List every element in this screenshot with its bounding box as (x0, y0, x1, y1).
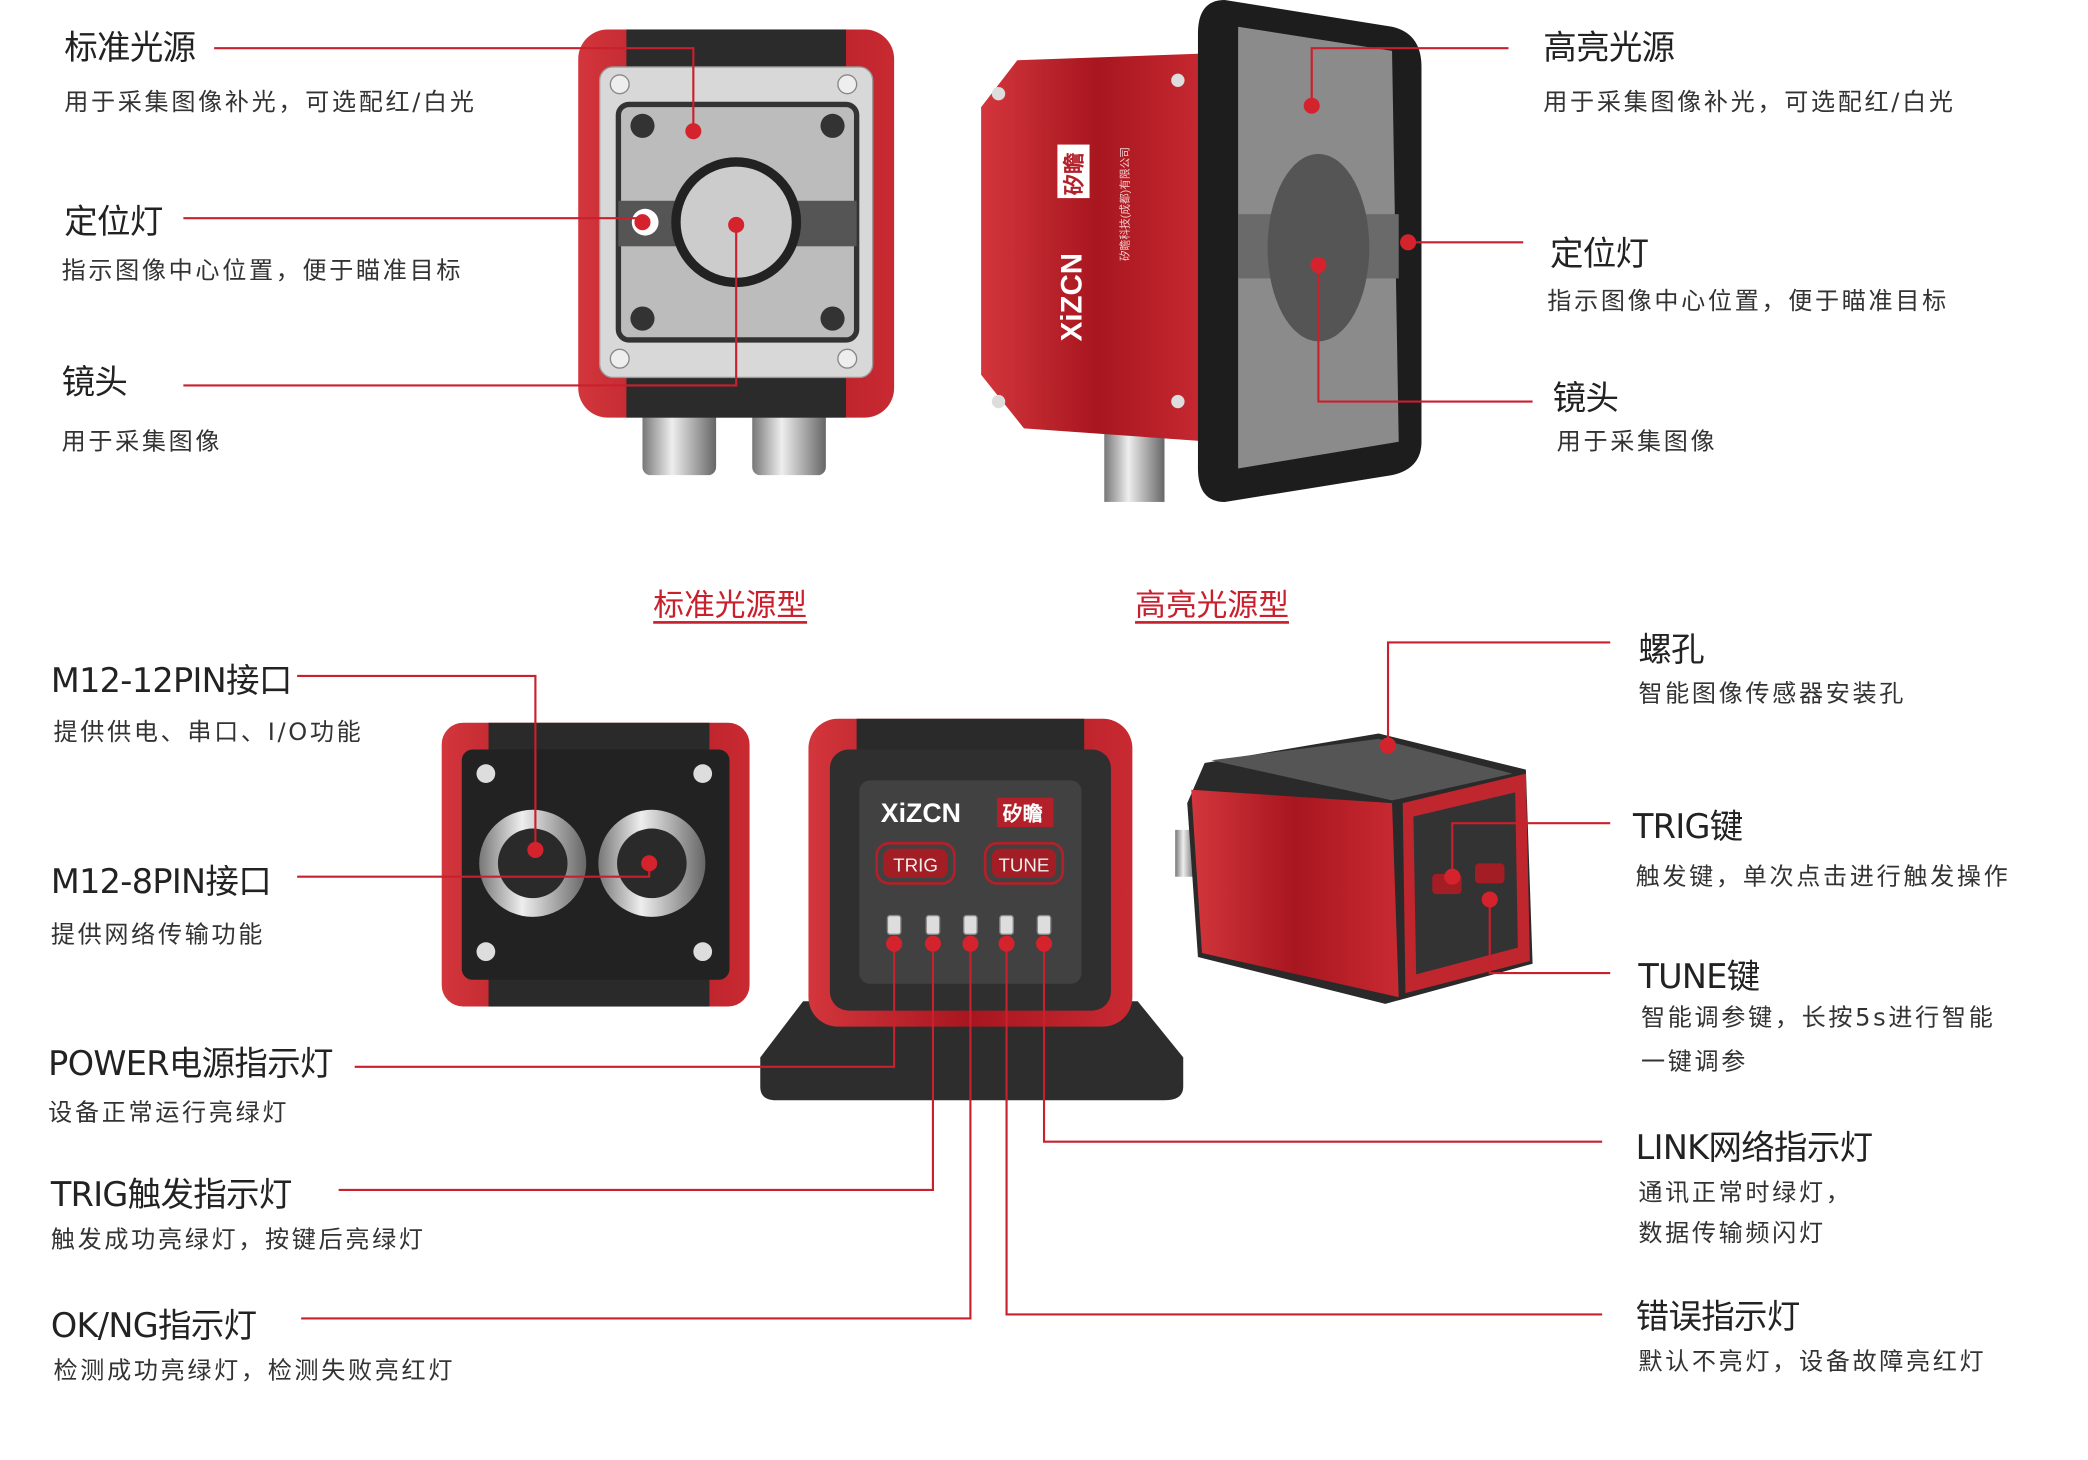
tune-key-desc-2: 一键调参 (1641, 1048, 1749, 1077)
highlight-device: XiZCN 矽瞻 矽瞻科技(成都)有限公司 (981, 0, 1422, 502)
highlight-lens-title: 镜头 (1552, 378, 1619, 418)
highlight-light-desc: 用于采集图像补光，可选配红/白光 (1543, 88, 1956, 117)
m12-8pin-desc: 提供网络传输功能 (50, 920, 266, 949)
leader-dots (527, 97, 1498, 952)
okng-indicator-desc: 检测成功亮绿灯，检测失败亮红灯 (53, 1357, 456, 1386)
trig-indicator-desc: 触发成功亮绿灯，按键后亮绿灯 (50, 1226, 426, 1255)
standard-light-title: 标准光源 (64, 28, 196, 67)
link-indicator-desc-1: 通讯正常时绿灯， (1638, 1179, 1853, 1208)
panel-device: XiZCN 矽瞻 TRIG TUNE (760, 718, 1184, 1101)
panel-brand-logo: XiZCN (881, 798, 961, 828)
error-indicator-title: 错误指示灯 (1635, 1297, 1801, 1336)
standard-light-desc: 用于采集图像补光，可选配红/白光 (64, 88, 477, 117)
highlight-company: 矽瞻科技(成都)有限公司 (1118, 147, 1131, 261)
highlight-lens-desc: 用于采集图像 (1556, 428, 1718, 457)
okng-led (963, 914, 978, 935)
tune-key-desc-1: 智能调参键，长按5s进行智能 (1641, 1003, 1996, 1032)
highlight-caption: 高亮光源型 (1135, 588, 1289, 624)
highlight-locator-title: 定位灯 (1549, 234, 1649, 274)
power-led (886, 914, 902, 935)
screw-hole-title: 螺孔 (1638, 630, 1704, 670)
panel-brand-cn: 矽瞻 (1003, 802, 1043, 826)
connector-right (752, 401, 826, 476)
highlight-locator-desc: 指示图像中心位置，便于瞄准目标 (1547, 287, 1949, 316)
okng-indicator-title: OK/NG指示灯 (50, 1306, 257, 1346)
trig-key-title: TRIG键 (1632, 807, 1743, 846)
standard-locator-desc: 指示图像中心位置，便于瞄准目标 (61, 256, 464, 286)
panel-tune-button[interactable]: TUNE (983, 841, 1065, 885)
standard-lens-desc: 用于采集图像 (61, 428, 223, 457)
angled-device (1175, 733, 1533, 1004)
trig-key-desc: 触发键，单次点击进行触发操作 (1635, 863, 2011, 892)
m12-12pin-desc: 提供供电、串口、I/O功能 (53, 718, 364, 747)
highlight-light-title: 高亮光源 (1543, 28, 1675, 67)
standard-locator-title: 定位灯 (64, 202, 163, 241)
link-indicator-title: LINK网络指示灯 (1635, 1128, 1873, 1168)
screw-hole-desc: 智能图像传感器安装孔 (1638, 679, 1907, 709)
link-led (1036, 914, 1052, 935)
m12-12pin-title: M12-12PIN接口 (50, 661, 292, 701)
leader-lines (183, 47, 1611, 1320)
standard-caption: 标准光源型 (653, 588, 808, 624)
connector-device (441, 722, 750, 1007)
error-led (999, 914, 1014, 935)
trig-led (925, 914, 941, 935)
error-indicator-desc: 默认不亮灯，设备故障亮红灯 (1638, 1347, 1987, 1376)
svg-text:TRIG: TRIG (893, 854, 938, 875)
tune-key-title: TUNE键 (1638, 957, 1760, 996)
power-indicator-title: POWER电源指示灯 (48, 1044, 333, 1083)
highlight-brand-cn: 矽瞻 (1062, 153, 1087, 196)
trig-indicator-title: TRIG触发指示灯 (50, 1175, 292, 1215)
power-indicator-desc: 设备正常运行亮绿灯 (48, 1098, 290, 1128)
connector-left (642, 401, 717, 476)
panel-trig-button[interactable]: TRIG (875, 841, 956, 885)
link-indicator-desc-2: 数据传输频闪灯 (1638, 1219, 1826, 1248)
m12-8pin-title: M12-8PIN接口 (50, 861, 272, 901)
highlight-brand-logo: XiZCN (1056, 253, 1089, 341)
svg-text:TUNE: TUNE (998, 854, 1049, 875)
standard-lens-title: 镜头 (61, 362, 128, 402)
